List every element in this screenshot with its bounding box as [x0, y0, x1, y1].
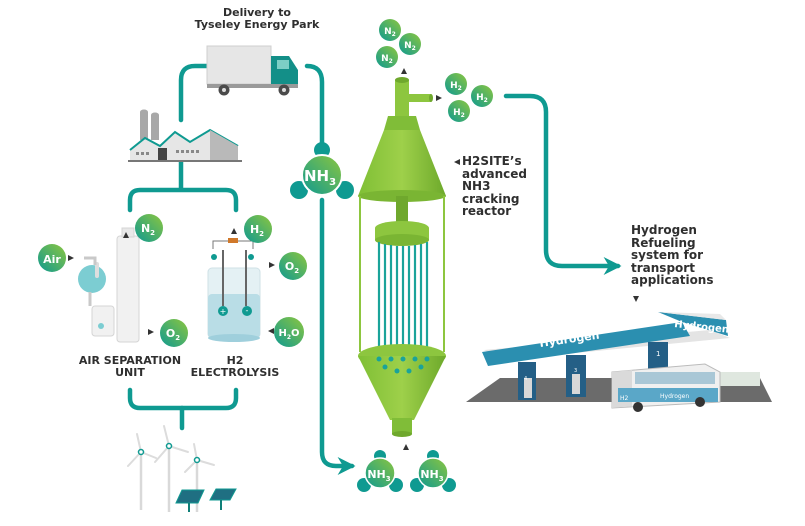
pump-number-4: 4: [524, 376, 527, 382]
svg-text:H2: H2: [250, 223, 264, 238]
line-nh3-to-reactor-input: [319, 197, 356, 475]
electrolysis-label-line1: H2: [226, 354, 244, 367]
molecule-elec-h2o: H2O: [274, 317, 304, 347]
bracket-top: [127, 187, 239, 213]
arrow-right-air: [68, 255, 74, 261]
line-factory-to-truck: [178, 63, 213, 123]
molecule-asu-o2: O2: [160, 319, 188, 347]
bracket-bottom: [127, 387, 239, 411]
air-separation-unit-label: AIR SEPARATION UNIT: [70, 355, 190, 378]
bus-hydrogen-label: Hydrogen: [660, 393, 689, 400]
factory-icon: [128, 109, 242, 162]
molecule-h2: H2: [448, 100, 470, 122]
asu-label-line1: AIR SEPARATION: [78, 354, 182, 367]
arrow-right-asu-o2: [148, 329, 154, 335]
arrow-right-h2-out: [436, 95, 442, 101]
canopy-side: [658, 312, 728, 336]
molecule-n2: N2: [399, 33, 421, 55]
arrow-left-elec-h2o: [268, 328, 274, 334]
reactor-label-line4: cracking: [462, 191, 520, 206]
nh3-cracking-reactor: [358, 77, 446, 437]
molecule-asu-n2: N2: [135, 214, 163, 242]
refueling-label-line1: Hydrogen: [631, 223, 697, 237]
svg-text:N2: N2: [384, 27, 396, 38]
pump-number-1: 1: [656, 350, 660, 358]
arrow-up-n2-out: [401, 68, 407, 74]
delivery-label-line1: Delivery to: [222, 6, 291, 19]
svg-text:NH3: NH3: [367, 468, 390, 483]
arrow-up-reactor-input: [403, 444, 409, 450]
small-arrowheads: [68, 68, 639, 450]
arrow-left-reactor-label: [454, 159, 460, 165]
hydrogen-bus-icon: [611, 363, 721, 412]
air-separation-unit-icon: [78, 227, 140, 343]
svg-text:H2O: H2O: [278, 328, 299, 341]
electrolysis-tank-icon: + -: [207, 238, 261, 342]
hydrogen-refueling-station-illustration: [466, 312, 772, 412]
svg-text:Air: Air: [43, 253, 61, 266]
arrow-up-asu-n2: [123, 232, 129, 238]
refueling-label-line2: Refueling: [631, 235, 696, 250]
molecule-n2: N2: [379, 19, 401, 41]
svg-text:O2: O2: [166, 327, 180, 342]
svg-text:NH3: NH3: [420, 468, 443, 483]
molecule-elec-o2: O2: [279, 252, 307, 280]
renewables-icon: [127, 425, 237, 512]
svg-text:NH3: NH3: [304, 167, 336, 188]
svg-text:H2: H2: [453, 108, 465, 119]
molecule-air: Air: [38, 244, 66, 272]
molecule-nh3: NH3: [357, 450, 403, 492]
refueling-label-line5: applications: [631, 273, 714, 288]
molecule-nh3-main: NH3: [290, 142, 354, 199]
bus-h2-label: H2: [620, 395, 629, 402]
reactor-label: H2SITE’s advanced NH3 cracking reactor: [462, 155, 527, 218]
arrow-down-hrs: [633, 296, 639, 302]
arrow-right-elec-o2: [269, 262, 275, 268]
svg-text:N2: N2: [404, 41, 416, 52]
pump-number-3: 3: [574, 368, 577, 374]
arrow-up-elec-h2: [231, 228, 237, 234]
canopy-front: [482, 322, 690, 366]
reactor-label-line3: NH3: [462, 179, 491, 194]
molecule-h2: H2: [471, 85, 493, 107]
molecule-elec-h2: H2: [244, 215, 272, 243]
reactor-label-line1: H2SITE’s: [462, 154, 522, 168]
molecule-h2: H2: [445, 73, 467, 95]
molecule-n2: N2: [376, 46, 398, 68]
refueling-system-label: Hydrogen Refueling system for transport …: [631, 224, 714, 287]
reactor-label-line2: advanced: [462, 166, 527, 181]
delivery-label-line2: Tyseley Energy Park: [194, 17, 320, 31]
svg-text:-: -: [246, 306, 249, 315]
solar-panel-icon: [175, 488, 237, 512]
svg-text:+: +: [220, 307, 227, 316]
refueling-label-line3: system for: [631, 248, 704, 263]
molecule-nh3: NH3: [410, 450, 456, 492]
electrolysis-label-line2: ELECTROLYSIS: [190, 365, 280, 379]
delivery-truck-icon: [206, 45, 298, 96]
svg-text:H2: H2: [476, 93, 488, 104]
delivery-label: Delivery to Tyseley Energy Park: [182, 7, 332, 30]
asu-label-line2: UNIT: [115, 365, 145, 379]
connector-lines: [127, 63, 622, 475]
refueling-label-line4: transport: [631, 260, 695, 275]
svg-text:N2: N2: [141, 222, 155, 237]
line-truck-to-nh3: [304, 63, 325, 153]
svg-text:H2: H2: [450, 81, 462, 92]
line-h2-to-refueling: [503, 93, 622, 275]
electrolysis-label: H2 ELECTROLYSIS: [190, 355, 280, 378]
reactor-label-line5: reactor: [462, 204, 512, 219]
svg-text:O2: O2: [285, 260, 299, 275]
svg-text:N2: N2: [381, 54, 393, 65]
